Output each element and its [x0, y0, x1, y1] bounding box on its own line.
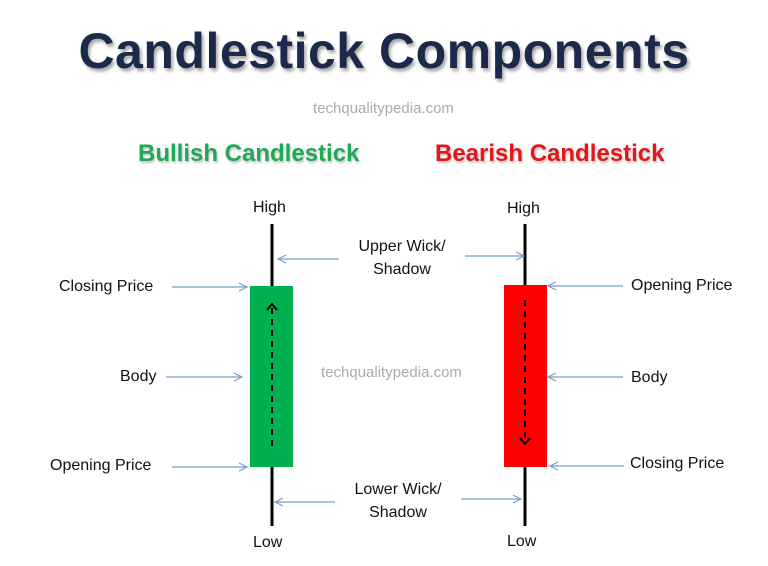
watermark-top: techqualitypedia.com	[313, 100, 454, 117]
upper-wick-label-line2: Shadow	[373, 261, 431, 278]
bearish-heading: Bearish Candlestick	[435, 140, 665, 167]
bearish-high-label: High	[507, 200, 540, 217]
bearish-low-label: Low	[507, 533, 537, 550]
bearish-candle	[504, 224, 547, 526]
upper-wick-label-line1: Upper Wick/	[358, 238, 446, 255]
bullish-high-label: High	[253, 199, 286, 216]
bullish-candle	[250, 224, 293, 526]
bullish-low-label: Low	[253, 534, 283, 551]
bearish-opening-label: Opening Price	[631, 277, 733, 294]
bullish-opening-label: Opening Price	[50, 457, 152, 474]
bearish-closing-label: Closing Price	[630, 455, 725, 472]
lower-wick-label-line1: Lower Wick/	[354, 481, 442, 498]
lower-wick-label-line2: Shadow	[369, 504, 427, 521]
bullish-closing-label: Closing Price	[59, 278, 154, 295]
watermark-center: techqualitypedia.com	[321, 364, 462, 381]
page-title: Candlestick Components	[78, 23, 690, 79]
bullish-body-label: Body	[120, 368, 157, 385]
bearish-body-label: Body	[631, 369, 668, 386]
upper-wick-label: Upper Wick/ Shadow	[340, 235, 464, 281]
lower-wick-label: Lower Wick/ Shadow	[336, 478, 460, 524]
bullish-heading: Bullish Candlestick	[138, 140, 360, 167]
